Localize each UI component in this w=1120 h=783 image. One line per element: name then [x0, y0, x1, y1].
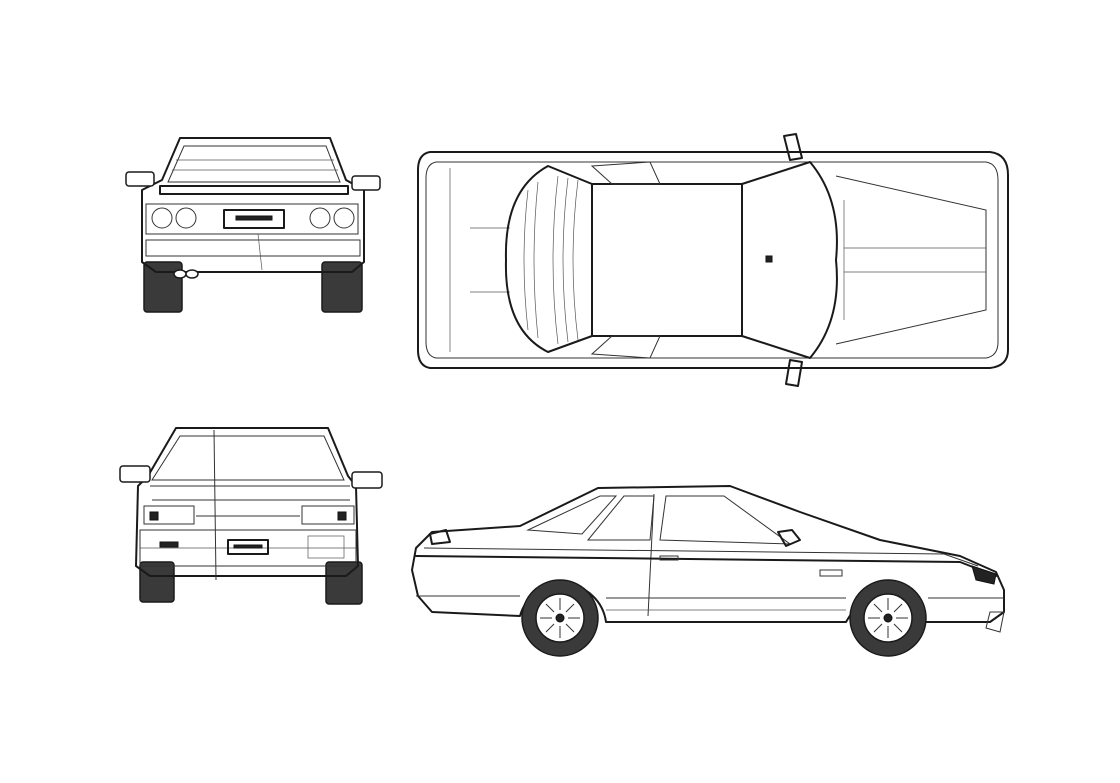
- side-mirror: [777, 529, 801, 547]
- top-mirror-lower: [785, 359, 803, 387]
- top-roof: [591, 183, 743, 337]
- front-bumper: [139, 529, 357, 567]
- rear-left-tire: [143, 261, 183, 313]
- rear-right-tire: [321, 261, 363, 313]
- front-left-headlight: [143, 505, 195, 525]
- rear-right-mirror: [351, 175, 381, 191]
- top-side-window-upper: [590, 161, 661, 185]
- side-stripe: [415, 555, 997, 577]
- side-headlight: [971, 565, 997, 585]
- side-rear-spoiler: [429, 529, 451, 545]
- rear-view: [125, 137, 381, 313]
- top-hood: [835, 175, 987, 345]
- front-windshield: [151, 435, 345, 481]
- side-view: [411, 485, 1005, 657]
- taillight-right-outer: [333, 207, 355, 229]
- top-rear-window: [504, 165, 593, 353]
- side-front-lip: [985, 611, 1005, 633]
- front-left-tire: [139, 561, 175, 603]
- side-marker-light: [819, 569, 843, 577]
- top-body-outline: [417, 151, 1009, 369]
- side-door-window: [586, 495, 655, 541]
- side-door-handle: [659, 555, 679, 561]
- front-right-tire: [325, 561, 363, 605]
- front-right-headlight: [301, 505, 355, 525]
- taillight-panel: [145, 203, 359, 235]
- front-view: [119, 427, 383, 605]
- rear-bumper: [145, 239, 361, 257]
- side-rear-wheel: [521, 579, 599, 657]
- side-front-wheel: [849, 579, 927, 657]
- taillight-left-outer: [151, 207, 173, 229]
- side-rear-window: [526, 495, 618, 535]
- front-right-mirror: [351, 471, 383, 489]
- top-side-window-lower: [590, 335, 661, 359]
- taillight-left-inner: [175, 207, 197, 229]
- front-left-mirror: [119, 465, 151, 483]
- top-windshield: [741, 161, 838, 359]
- front-license-plate: [227, 539, 269, 555]
- rear-left-mirror: [125, 171, 155, 187]
- exhaust-pipe-2: [185, 269, 199, 279]
- side-front-window: [659, 495, 792, 545]
- taillight-right-inner: [309, 207, 331, 229]
- rear-window: [167, 145, 341, 183]
- top-mirror-upper: [783, 133, 803, 161]
- rear-spoiler: [159, 185, 349, 195]
- rear-license-plate: [223, 209, 285, 229]
- exhaust-pipe-1: [173, 269, 187, 279]
- top-view: [417, 133, 1009, 387]
